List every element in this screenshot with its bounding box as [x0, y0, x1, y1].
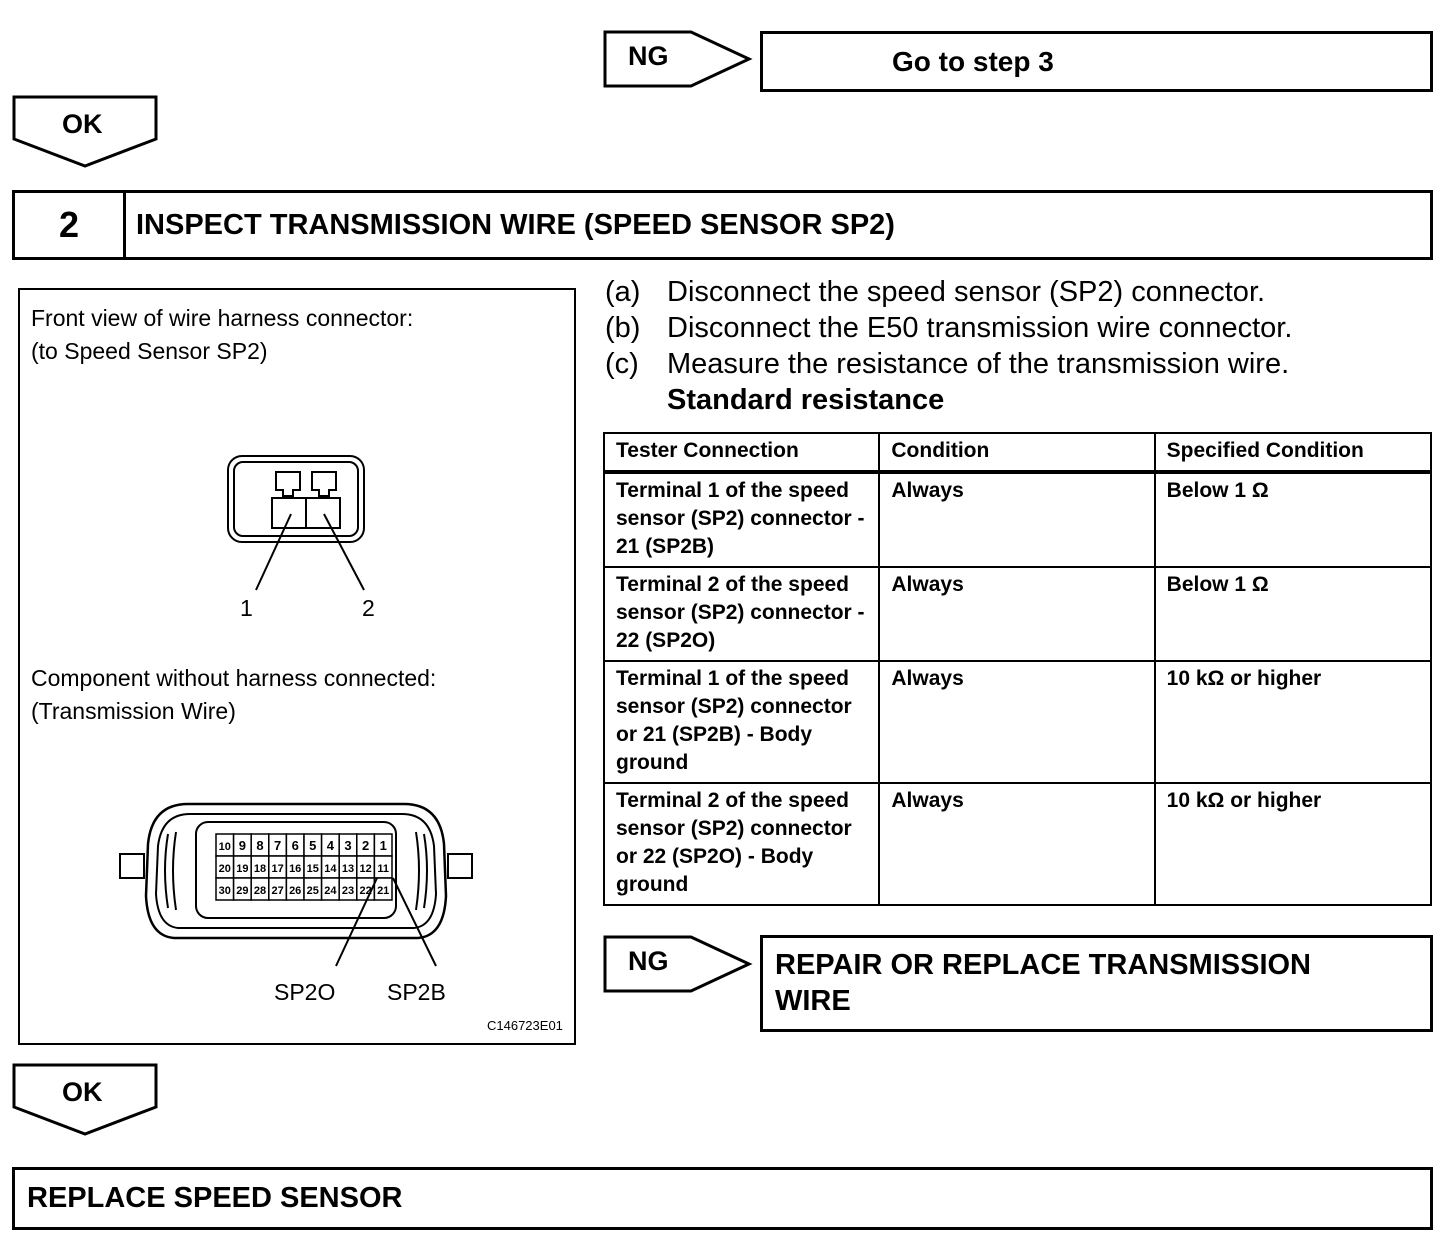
instruction-key: (c) [605, 348, 639, 380]
pin-label-1: 1 [240, 595, 253, 621]
ok-arrow-badge [12, 95, 158, 168]
pin-number: 17 [271, 863, 283, 875]
ng-arrow-badge [603, 935, 753, 993]
instruction-text: Measure the resistance of the transmissi… [667, 348, 1290, 380]
pin-number: 3 [344, 838, 351, 853]
cell-specified: 10 kΩ or higher [1153, 782, 1433, 906]
pin-number: 16 [289, 863, 301, 875]
step-title: INSPECT TRANSMISSION WIRE (SPEED SENSOR … [136, 209, 895, 241]
repair-replace-box[interactable]: REPAIR OR REPLACE TRANSMISSION WIRE [760, 935, 1433, 1032]
connector-figure: Front view of wire harness connector: (t… [18, 288, 576, 1045]
pin-number: 28 [254, 885, 266, 897]
cell-specified: 10 kΩ or higher [1153, 660, 1433, 784]
standard-label: Standard resistance [667, 384, 945, 416]
ok-arrow-badge [12, 1063, 158, 1136]
pin-number: 5 [309, 838, 316, 853]
header-tester-connection: Tester Connection [602, 432, 881, 474]
cell-connection: Terminal 1 of the speed sensor (SP2) con… [602, 660, 881, 784]
pin-number: 30 [219, 885, 231, 897]
pin-number: 8 [256, 838, 263, 853]
pin-number: 25 [307, 885, 319, 897]
cell-condition: Always [878, 782, 1156, 906]
instruction-a: (a) Disconnect the speed sensor (SP2) con… [605, 274, 1265, 310]
pin-number: 20 [219, 863, 231, 875]
speed-sensor-connector-drawing [227, 455, 365, 591]
cell-specified: Below 1 Ω [1153, 566, 1433, 662]
step-number: 2 [59, 204, 80, 245]
connector1-subtitle: (to Speed Sensor SP2) [31, 338, 268, 364]
pin-number: 11 [377, 863, 389, 875]
ng-label: NG [628, 946, 669, 976]
pin-number: 9 [239, 838, 246, 853]
pin-number: 26 [289, 885, 301, 897]
connector2-subtitle: (Transmission Wire) [31, 698, 236, 724]
table-row: Terminal 1 of the speed sensor (SP2) con… [602, 660, 1433, 784]
instruction-key: (b) [605, 312, 641, 344]
pin-label-2: 2 [362, 595, 375, 621]
step-divider [123, 193, 126, 257]
header-specified-condition: Specified Condition [1153, 432, 1433, 474]
pin-number: 1 [380, 838, 387, 853]
goto-step-text: Go to step 3 [892, 46, 1054, 77]
repair-replace-line1: REPAIR OR REPLACE TRANSMISSION [775, 949, 1312, 981]
ok-label: OK [62, 1077, 103, 1107]
pin-number: 14 [324, 863, 337, 875]
pin-number: 21 [377, 885, 389, 897]
sp2b-label: SP2B [387, 979, 446, 1005]
header-condition: Condition [878, 432, 1156, 474]
pin-number: 15 [307, 863, 319, 875]
instruction-b: (b) Disconnect the E50 transmission wire … [605, 310, 1292, 346]
pin-number: 2 [362, 838, 369, 853]
cell-specified: Below 1 Ω [1153, 471, 1433, 568]
cell-condition: Always [878, 566, 1156, 662]
spec-table: Tester Connection Condition Specified Co… [602, 432, 1433, 906]
table-row: Terminal 2 of the speed sensor (SP2) con… [602, 782, 1433, 906]
pin-number: 18 [254, 863, 266, 875]
ng-arrow-badge [603, 30, 753, 88]
pin-number: 10 [219, 841, 231, 853]
final-step-text: REPLACE SPEED SENSOR [27, 1182, 403, 1214]
pin-number: 12 [359, 863, 371, 875]
repair-replace-line2: WIRE [775, 985, 851, 1017]
step-header: 2 INSPECT TRANSMISSION WIRE (SPEED SENSO… [12, 190, 1433, 260]
final-step-box[interactable]: REPLACE SPEED SENSOR [12, 1167, 1433, 1230]
cell-condition: Always [878, 660, 1156, 784]
instruction-key: (a) [605, 276, 641, 308]
pin-number: 19 [236, 863, 248, 875]
table-row: Terminal 1 of the speed sensor (SP2) con… [602, 471, 1433, 568]
pin-number: 7 [274, 838, 281, 853]
pin-number: 23 [342, 885, 354, 897]
pin-number: 6 [292, 838, 299, 853]
connector1-title: Front view of wire harness connector: [31, 305, 414, 331]
ng-label: NG [628, 41, 669, 71]
figure-code: C146723E01 [487, 1018, 563, 1033]
pin-number: 29 [236, 885, 248, 897]
connector2-title: Component without harness connected: [31, 665, 437, 691]
goto-step-box[interactable]: Go to step 3 [760, 31, 1433, 92]
sp2o-label: SP2O [274, 979, 336, 1005]
instruction-text: Disconnect the speed sensor (SP2) connec… [667, 276, 1266, 308]
cell-connection: Terminal 2 of the speed sensor (SP2) con… [602, 566, 881, 662]
instruction-text: Disconnect the E50 transmission wire con… [667, 312, 1293, 344]
cell-connection: Terminal 1 of the speed sensor (SP2) con… [602, 471, 881, 568]
pin-cell [373, 877, 393, 901]
cell-condition: Always [878, 471, 1156, 568]
pin-number: 24 [324, 885, 337, 897]
pin-number: 27 [271, 885, 283, 897]
cell-connection: Terminal 2 of the speed sensor (SP2) con… [602, 782, 881, 906]
ok-label: OK [62, 109, 103, 139]
pin-number: 13 [342, 863, 354, 875]
pin-number: 4 [327, 838, 335, 853]
table-row: Terminal 2 of the speed sensor (SP2) con… [602, 566, 1433, 662]
instruction-c: (c) Measure the resistance of the transmi… [605, 346, 1289, 382]
